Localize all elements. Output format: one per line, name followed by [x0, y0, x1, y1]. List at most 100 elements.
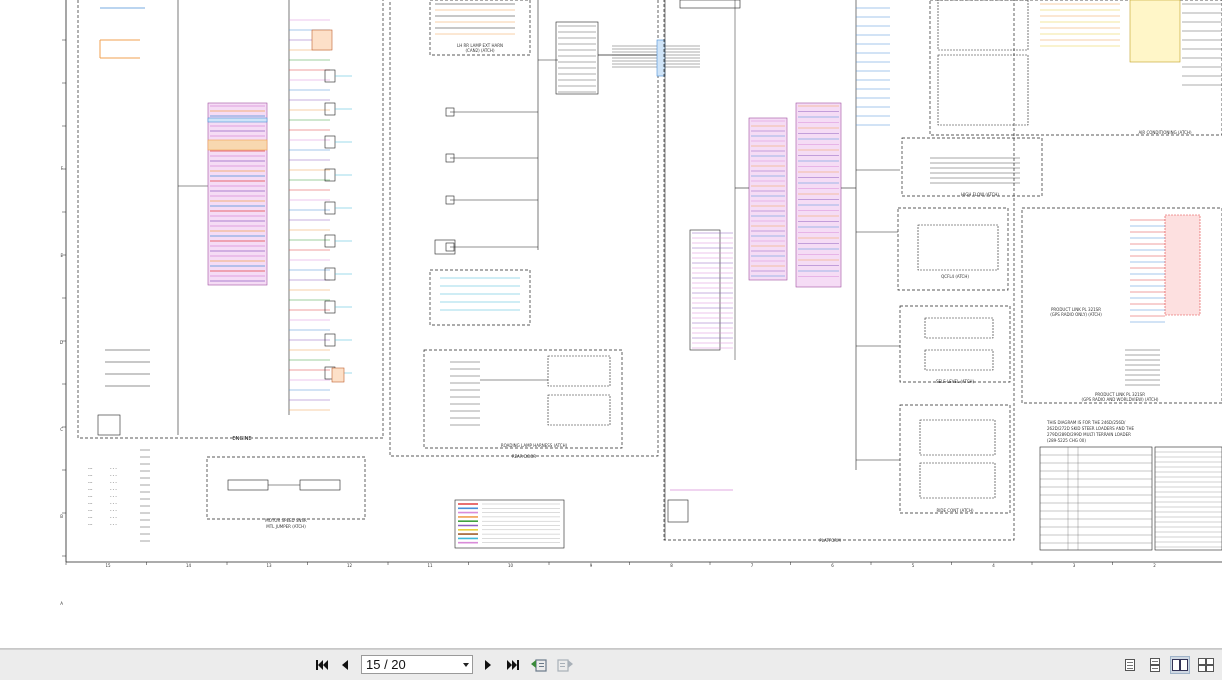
ride-cont-subblock: [919, 462, 996, 499]
page-indicator: 15 / 20: [366, 657, 406, 672]
go-back-icon[interactable]: [530, 656, 548, 674]
product-link-1-sublabel: (GPS RADIO ONLY) (ATCH): [1050, 312, 1102, 317]
engine-sensor-connector: [324, 201, 336, 215]
diagram-note: 262D/272D SKID STEER LOADERS AND THE: [1047, 426, 1134, 431]
viewer-toolbar: 15 / 20: [0, 649, 1222, 680]
engine-sensor-connector: [324, 102, 336, 116]
legend-dash: - - -: [110, 487, 117, 492]
air-conditioning-region: [929, 0, 1222, 136]
row-letter: D: [60, 340, 63, 345]
motor-speed-connector: [227, 479, 269, 491]
axis-number: 5: [912, 563, 915, 568]
diagram-note: (289-5225 CHG 00): [1047, 438, 1086, 443]
platform-connector-left: [748, 117, 788, 281]
product-link-2-label: PRODUCT LINK PL 321SR: [1095, 392, 1145, 397]
engine-label: ENGINE: [232, 436, 251, 442]
engine-module: [331, 367, 345, 383]
axis-number: 10: [508, 563, 514, 568]
revision-table: [1039, 446, 1153, 551]
motor-speed-connector: [299, 479, 341, 491]
axis-number: 8: [670, 563, 673, 568]
engine-connector-block: [207, 102, 268, 286]
legend-dash: ---: [88, 522, 93, 527]
axis-number: 11: [427, 563, 433, 568]
legend-dash: ---: [88, 487, 93, 492]
legend-dash: ---: [88, 480, 93, 485]
legend-dash: ---: [88, 501, 93, 506]
rear-door-lamp: [445, 107, 455, 117]
roading-lamp-label: ROADING LAMP HARNESS (ATCH): [501, 443, 568, 448]
go-forward-icon[interactable]: [556, 656, 574, 674]
product-link-connector: [1164, 214, 1201, 316]
rear-door-lamp: [445, 242, 455, 252]
rear-door-lamp: [445, 153, 455, 163]
legend-dash: - - -: [110, 494, 117, 499]
engine-module: [311, 29, 333, 51]
motor-speed-label: MOTOR SPEED SNSR: [265, 518, 307, 523]
axis-number: 6: [831, 563, 834, 568]
qcfl-label: QCFL4 (ATCH): [941, 274, 969, 279]
high-flow-label: HIGH FLOW (ATCH): [961, 192, 999, 197]
diagram-note: 279D/289D/299D MULTI TERRAIN LOADER: [1047, 432, 1131, 437]
legend-dash: ---: [88, 473, 93, 478]
product-link-region: [1021, 207, 1222, 404]
roading-lamp-region: [423, 349, 623, 449]
axis-number: 12: [347, 563, 353, 568]
axis-number: 9: [590, 563, 593, 568]
motor-speed-sublabel: MTL JUMPER (ATCH): [266, 524, 306, 529]
first-page-icon[interactable]: [313, 656, 331, 674]
rear-door-region: [389, 0, 659, 457]
legend-dash: ---: [88, 515, 93, 520]
platform-label: PLATFORM: [819, 538, 841, 543]
axis-number: 2: [1153, 563, 1156, 568]
platform-ground-box: [667, 499, 689, 523]
rear-door-lamp-region: [429, 269, 531, 326]
two-page-view-icon[interactable]: [1170, 656, 1190, 674]
axis-number: 13: [266, 563, 272, 568]
axis-number: 3: [1073, 563, 1076, 568]
platform-lower-connector: [689, 229, 721, 351]
ac-subblock: [937, 0, 1029, 51]
legend-dash: ---: [88, 494, 93, 499]
row-letter: A: [60, 601, 63, 606]
qcfl-subblock: [917, 224, 999, 271]
next-page-icon[interactable]: [479, 656, 497, 674]
self-level-subblock: [924, 349, 994, 371]
row-letter: F: [61, 166, 64, 171]
ac-subblock: [937, 54, 1029, 126]
legend-dash: - - -: [110, 466, 117, 471]
last-page-icon[interactable]: [504, 656, 522, 674]
axis-number: 14: [186, 563, 192, 568]
self-level-subblock: [924, 317, 994, 339]
lh-rr-lamp-sublabel: (CAN2) (ATCH): [465, 48, 494, 53]
ride-cont-label: RIDE CONT (ATCH): [936, 508, 973, 513]
engine-sensor-connector: [324, 135, 336, 149]
single-page-view-icon[interactable]: [1120, 656, 1140, 674]
chevron-down-icon: [463, 663, 469, 667]
previous-page-icon[interactable]: [336, 656, 354, 674]
engine-sensor-connector: [324, 300, 336, 314]
axis-number: 7: [751, 563, 754, 568]
rear-door-lamp: [445, 195, 455, 205]
engine-ground-box: [97, 414, 121, 436]
page-number-select[interactable]: 15 / 20: [361, 655, 473, 674]
component-table: [1154, 446, 1222, 551]
legend-dash: - - -: [110, 473, 117, 478]
row-letter: B: [60, 514, 63, 519]
row-letter: E: [60, 253, 63, 258]
continuous-view-icon[interactable]: [1145, 656, 1165, 674]
platform-region: [663, 0, 1015, 541]
engine-region: [77, 0, 384, 439]
product-link-1-label: PRODUCT LINK PL 321SR: [1051, 307, 1101, 312]
motor-speed-region: [206, 456, 366, 520]
legend-dash: - - -: [110, 508, 117, 513]
lh-rr-lamp-label: LH RR LAMP EXT HARN: [457, 43, 503, 48]
rear-door-label: REAR DOOR: [512, 454, 536, 459]
engine-sensor-connector: [324, 234, 336, 248]
legend-dash: - - -: [110, 522, 117, 527]
two-page-continuous-view-icon[interactable]: [1196, 656, 1216, 674]
air-conditioning-label: AIR CONDITIONING (ATCH): [1138, 130, 1191, 135]
wire-color-legend: [454, 499, 565, 549]
